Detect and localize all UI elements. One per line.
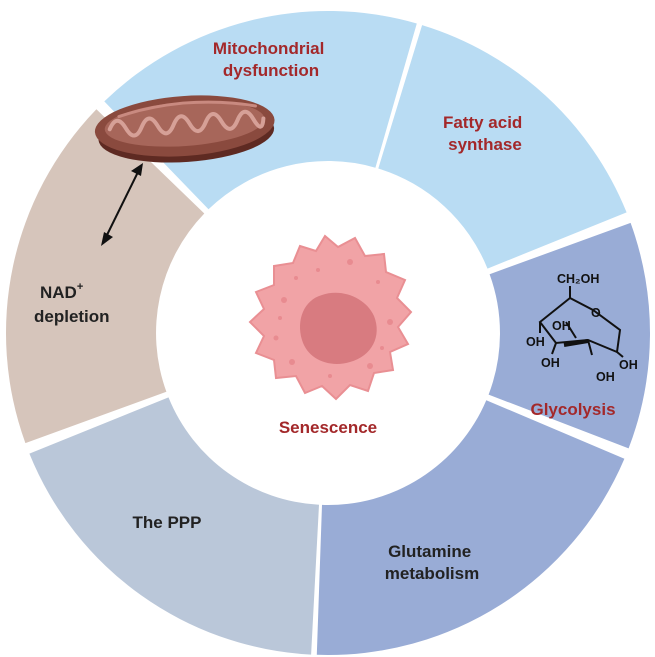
glucose-oh-label: OH — [552, 319, 571, 333]
segment-nad-depletion — [5, 109, 205, 444]
segment-fatty-acid-synthase — [378, 25, 627, 269]
segment-glutamine-metabolism — [316, 400, 625, 655]
glucose-ring-oxygen-label: O — [591, 306, 601, 320]
glucose-oh-label: OH — [596, 370, 615, 384]
segment-the-ppp — [29, 397, 320, 655]
mitochondrion-icon — [94, 95, 275, 163]
glycolysis-label: Glycolysis — [530, 400, 615, 419]
mitochondrial-dysfunction-label: Mitochondrial dysfunction — [213, 39, 329, 80]
senescence-label: Senescence — [279, 418, 377, 437]
segment-glycolysis — [488, 222, 650, 449]
glutamine-metabolism-label: Glutamine metabolism — [385, 542, 479, 583]
glucose-ch2oh-label: CH₂OH — [557, 272, 599, 286]
glucose-oh-label: OH — [526, 335, 545, 349]
fatty-acid-synthase-label: Fatty acid synthase — [443, 113, 527, 154]
senescent-cell-icon — [248, 234, 413, 401]
double-arrow-icon — [101, 163, 143, 246]
glucose-oh-label: OH — [619, 358, 638, 372]
glucose-oh-label: OH — [541, 356, 560, 370]
nad-depletion-label: NAD+ depletion — [34, 275, 110, 326]
glucose-structure-icon — [538, 286, 624, 358]
the-ppp-label: The PPP — [133, 513, 202, 532]
